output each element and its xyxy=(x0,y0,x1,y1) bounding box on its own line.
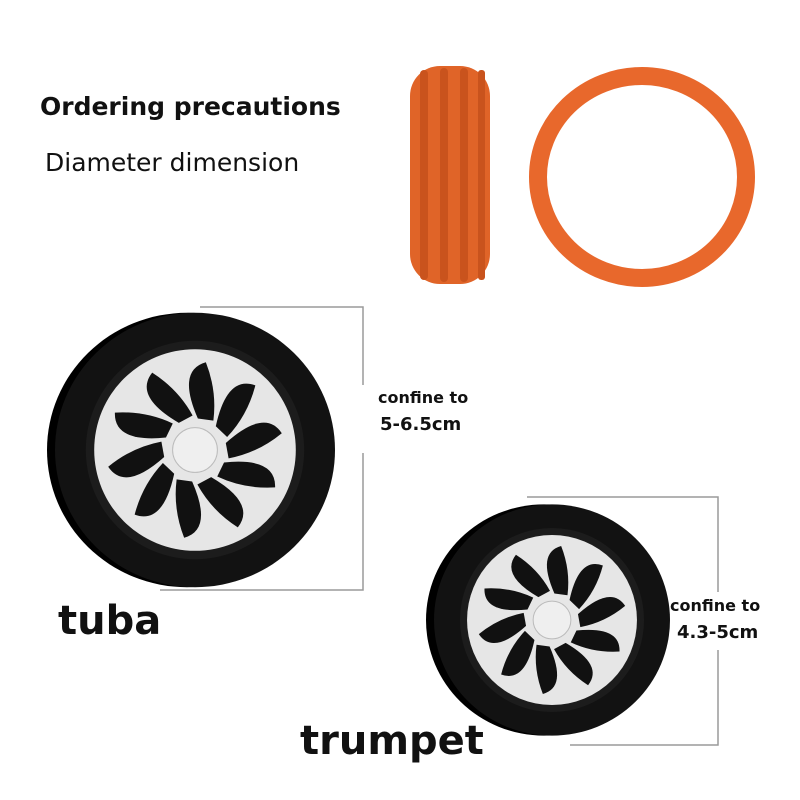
spoke-gap xyxy=(554,642,593,686)
trumpet-range: 4.3-5cm xyxy=(677,622,759,643)
spoke-gap xyxy=(225,422,282,459)
spoke-gap xyxy=(217,461,276,488)
spoke-gap xyxy=(535,644,558,694)
trumpet-label: trumpet xyxy=(300,718,484,764)
tuba-label: tuba xyxy=(58,598,162,644)
center-cap xyxy=(172,427,218,473)
spoke-gap xyxy=(146,372,193,423)
ring-front-view xyxy=(529,67,755,287)
center-cap xyxy=(532,600,572,640)
spoke-gap xyxy=(478,612,527,644)
tuba-wheel xyxy=(47,312,335,588)
trumpet-dimension-guide xyxy=(527,496,719,746)
spoke-gap xyxy=(569,564,603,610)
trumpet-confine-label: confine to xyxy=(670,596,761,615)
spoke-gap xyxy=(134,462,175,517)
spoke-gap xyxy=(108,441,165,478)
spoke-gap xyxy=(188,362,215,421)
ring-side-view xyxy=(410,66,490,284)
trumpet-wheel xyxy=(426,504,670,736)
tuba-confine-label: confine to xyxy=(378,388,469,407)
heading: Ordering precautions xyxy=(40,92,341,121)
spoke-gap xyxy=(511,554,550,598)
spoke-gap xyxy=(570,629,620,652)
tuba-range: 5-6.5cm xyxy=(380,414,462,435)
spoke-gap xyxy=(484,588,534,611)
subheading: Diameter dimension xyxy=(45,148,300,177)
spoke-gap xyxy=(546,546,569,596)
spoke-gap xyxy=(215,383,256,438)
spoke-gap xyxy=(175,479,202,538)
spoke-gap xyxy=(501,630,535,676)
spoke-gap xyxy=(197,477,244,528)
spoke-gap xyxy=(577,596,626,628)
tuba-dimension-guide xyxy=(160,306,364,591)
spoke-gap xyxy=(114,412,173,439)
